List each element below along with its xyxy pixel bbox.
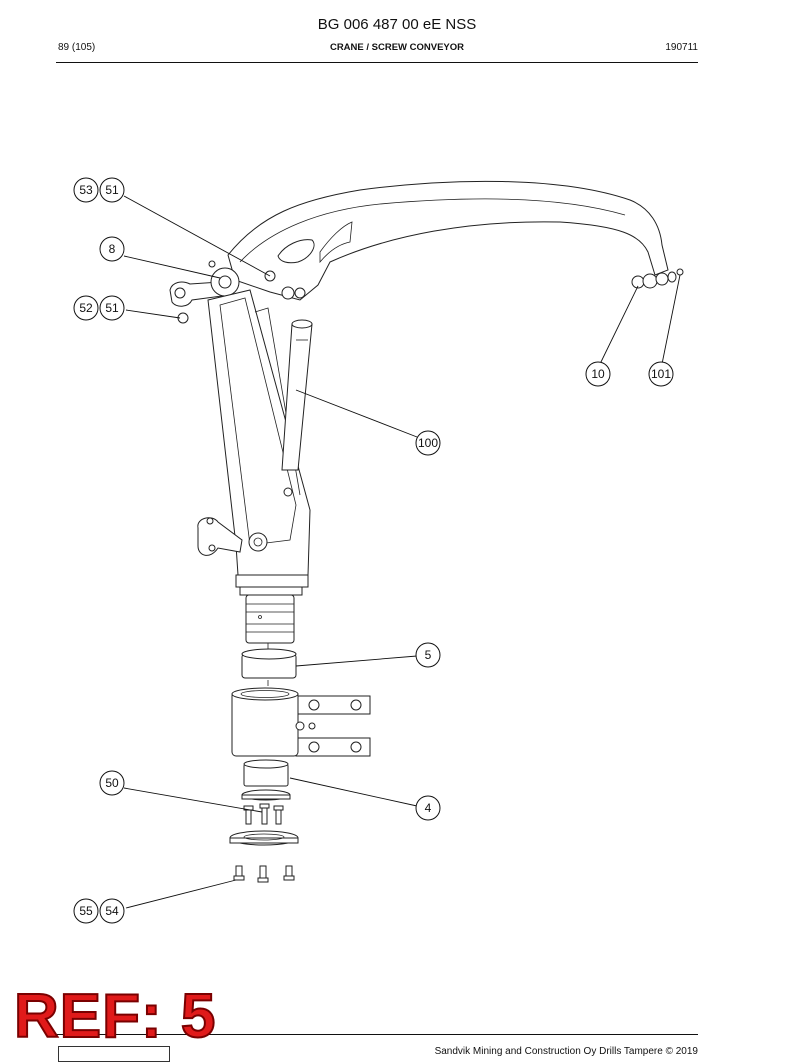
callout-101: 101 (648, 361, 674, 387)
slewing-shaft (245, 594, 295, 650)
crane-boom (227, 180, 669, 301)
svg-text:5: 5 (425, 648, 432, 662)
column-housing (231, 687, 371, 757)
header-rule (56, 62, 698, 63)
footer-rule (56, 1034, 698, 1035)
callout-4: 4 (415, 795, 441, 821)
svg-text:100: 100 (418, 436, 438, 450)
copyright-notice: Sandvik Mining and Construction Oy Drill… (434, 1046, 698, 1057)
svg-text:50: 50 (105, 776, 119, 790)
boom-end-pin (631, 268, 684, 289)
callout-100: 100 (415, 430, 441, 456)
retaining-plate (241, 789, 291, 825)
callout-55: 55 (73, 898, 99, 924)
svg-text:10: 10 (591, 367, 605, 381)
callout-54: 54 (99, 898, 125, 924)
callout-53: 53 (73, 177, 99, 203)
callout-51-upper: 51 (99, 177, 125, 203)
revision-date: 190711 (665, 42, 698, 53)
callout-5: 5 (415, 642, 441, 668)
base-screws (233, 865, 295, 883)
pivot-bracket (169, 260, 306, 324)
svg-text:101: 101 (651, 367, 671, 381)
crane-column (197, 289, 311, 596)
callout-50: 50 (99, 770, 125, 796)
callout-52: 52 (73, 295, 99, 321)
lower-bushing (243, 759, 289, 787)
svg-text:54: 54 (105, 904, 119, 918)
svg-text:53: 53 (79, 183, 93, 197)
svg-text:8: 8 (109, 242, 116, 256)
section-title: CRANE / SCREW CONVEYOR (329, 42, 465, 53)
leader-lines (123, 195, 681, 909)
svg-text:55: 55 (79, 904, 93, 918)
svg-text:52: 52 (79, 301, 93, 315)
callout-51-lower: 51 (99, 295, 125, 321)
svg-text:51: 51 (105, 183, 119, 197)
callout-10: 10 (585, 361, 611, 387)
svg-text:4: 4 (425, 801, 432, 815)
reference-stamp: REF: 5 (13, 982, 217, 1051)
page-number: 89 (105) (58, 42, 96, 53)
document-number: BG 006 487 00 eE NSS (317, 16, 477, 33)
upper-bushing (241, 648, 297, 686)
base-flange (229, 830, 299, 846)
callout-8: 8 (99, 236, 125, 262)
lift-cylinder (281, 319, 313, 471)
svg-text:51: 51 (105, 301, 119, 315)
